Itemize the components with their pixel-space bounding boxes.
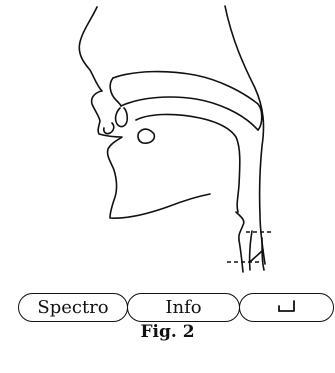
larynx-tube-left <box>250 231 252 270</box>
tongue-tip <box>138 129 154 143</box>
larynx-front-wall <box>239 240 243 272</box>
upper-teeth <box>116 108 128 127</box>
vocal-folds <box>250 250 263 262</box>
tongue-body <box>136 114 240 212</box>
figure-caption: Fig. 2 <box>0 321 335 343</box>
vocal-tract-svg <box>0 0 335 290</box>
spectro-button[interactable]: Spectro <box>18 293 128 322</box>
pharynx-back-wall <box>225 6 265 264</box>
return-button[interactable] <box>239 293 334 322</box>
palate-lower-contour <box>121 97 258 130</box>
info-button[interactable]: Info <box>127 293 240 322</box>
vocal-tract-diagram <box>0 0 335 290</box>
lower-teeth <box>104 123 114 134</box>
epiglottis <box>236 212 244 240</box>
face-profile-outline <box>79 7 210 218</box>
alveolar-ridge <box>110 78 121 106</box>
return-arrow-icon <box>276 300 298 314</box>
